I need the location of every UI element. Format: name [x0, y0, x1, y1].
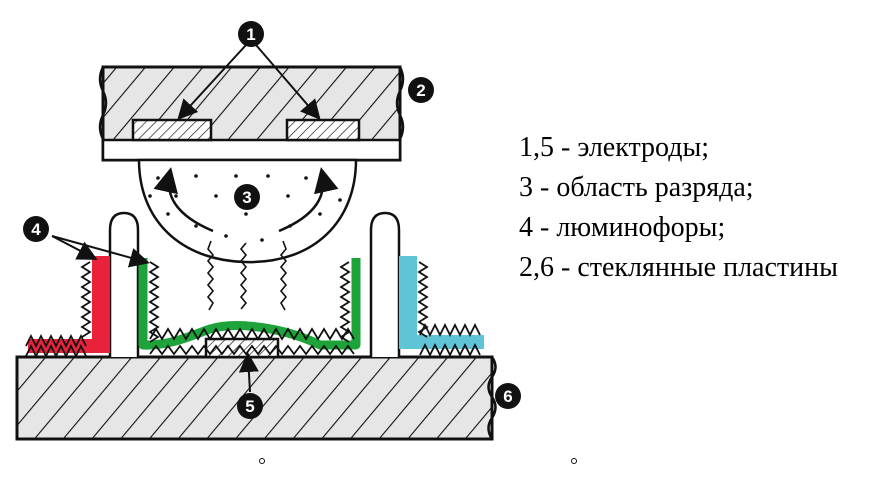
- svg-text:2: 2: [416, 81, 425, 100]
- legend-line-electrodes: 1,5 - электроды;: [519, 132, 710, 163]
- callout-2: 2: [408, 77, 434, 103]
- marker-dot-right: [571, 458, 577, 464]
- top-glass-plate: [98, 65, 405, 162]
- legend-line-glass: 2,6 - стеклянные пластины: [519, 252, 838, 283]
- cyan-phosphor: [399, 256, 484, 349]
- svg-text:1: 1: [246, 25, 255, 44]
- marker-dot-left: [259, 458, 265, 464]
- electrode-right: [285, 118, 361, 142]
- svg-text:5: 5: [245, 397, 254, 416]
- svg-text:6: 6: [503, 387, 512, 406]
- svg-text:4: 4: [31, 220, 41, 239]
- callout-6: 6: [495, 383, 521, 409]
- legend-line-phosphors: 4 - люминофоры;: [519, 212, 726, 243]
- legend-line-discharge: 3 - область разряда;: [519, 172, 754, 203]
- electrode-left: [131, 118, 213, 142]
- svg-text:3: 3: [242, 188, 251, 207]
- phosphors: [25, 256, 484, 359]
- leader-lines: [51, 44, 321, 393]
- callout-4: 4: [23, 216, 49, 242]
- callout-5: 5: [237, 393, 263, 419]
- legend: 1,5 - электроды; 3 - область разряда; 4 …: [519, 128, 838, 288]
- callout-3: 3: [234, 184, 260, 210]
- callout-1: 1: [238, 21, 264, 47]
- top-electrodes: [131, 118, 361, 142]
- discharge-region: [137, 158, 358, 311]
- barrier-ribs: [108, 211, 401, 357]
